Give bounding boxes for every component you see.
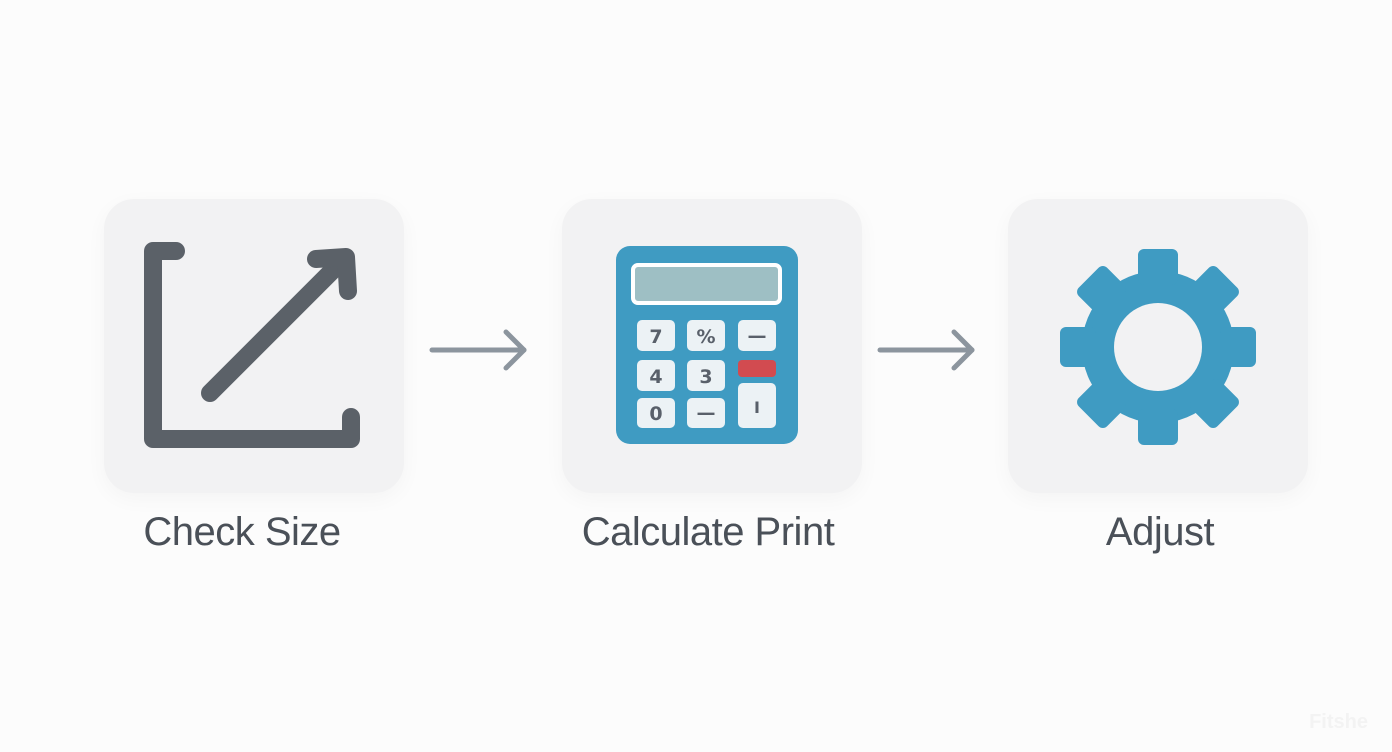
resize-arrow-icon bbox=[144, 242, 360, 448]
calc-key-label: — bbox=[748, 325, 767, 347]
calc-key bbox=[637, 360, 675, 391]
step-check-size-tile bbox=[104, 199, 404, 493]
step-calculate-print-tile: 7 % — 4 3 0 — I bbox=[562, 199, 862, 493]
calc-key-label: % bbox=[696, 326, 715, 348]
calc-key bbox=[687, 360, 725, 391]
gear-icon bbox=[1060, 249, 1256, 445]
step-label-calculate-print: Calculate Print bbox=[581, 510, 835, 554]
arrow-right-icon bbox=[877, 329, 975, 371]
step-adjust-tile bbox=[1008, 199, 1308, 493]
calc-key bbox=[637, 398, 675, 428]
step-label-adjust: Adjust bbox=[1105, 510, 1215, 554]
step-label-check-size: Check Size bbox=[143, 510, 341, 554]
calc-key bbox=[637, 320, 675, 351]
calc-key bbox=[687, 320, 725, 351]
calc-key-label: 7 bbox=[649, 326, 662, 348]
calc-key bbox=[687, 398, 725, 428]
calc-key-label: — bbox=[697, 402, 716, 424]
calc-key-label: 4 bbox=[649, 366, 662, 388]
calc-key bbox=[738, 383, 776, 428]
watermark: Fitshe bbox=[1309, 711, 1368, 733]
calc-key-red bbox=[738, 360, 776, 377]
calc-key bbox=[738, 320, 776, 351]
calculator-icon: 7 % — 4 3 0 — I bbox=[616, 246, 798, 444]
calc-key-label: 0 bbox=[649, 403, 662, 425]
calc-key-label: I bbox=[754, 398, 760, 417]
arrow-right-icon bbox=[429, 329, 527, 371]
calc-key-label: 3 bbox=[699, 366, 712, 388]
